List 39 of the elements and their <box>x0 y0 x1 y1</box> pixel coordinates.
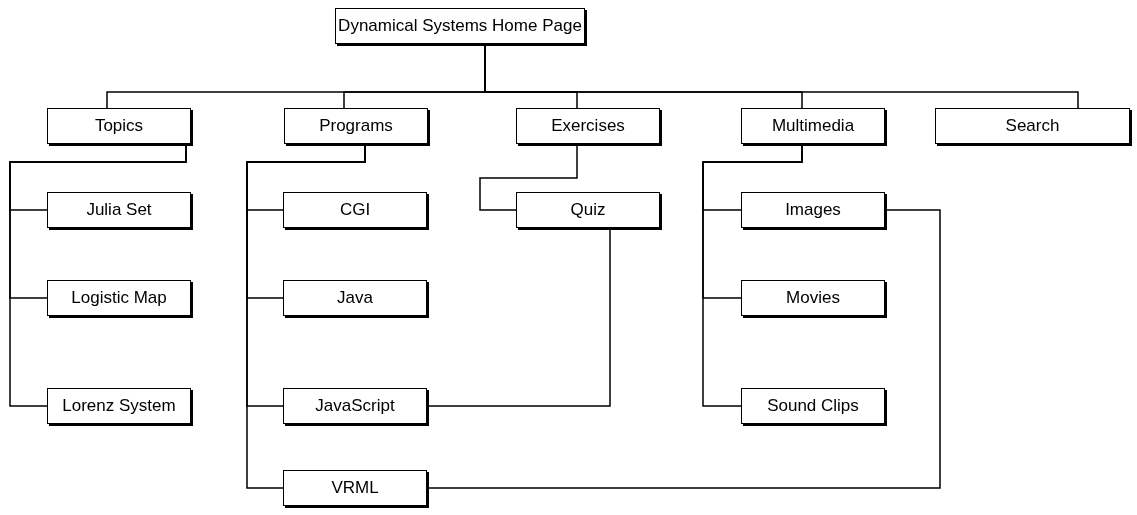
box-label: Sound Clips <box>767 395 859 418</box>
page-box <box>741 280 885 316</box>
box-label: CGI <box>339 199 371 222</box>
page-box <box>516 108 660 144</box>
connector-line <box>479 143 578 211</box>
page-box <box>47 280 191 316</box>
page-box <box>283 192 427 228</box>
page-box <box>741 108 885 144</box>
page-box <box>284 108 428 144</box>
page-box <box>283 388 427 424</box>
page-box <box>741 192 885 228</box>
page-box <box>335 8 585 44</box>
box-label: Java <box>337 287 373 310</box>
box-label: Search <box>1005 115 1060 138</box>
box-label: Topics <box>94 115 144 138</box>
box-label: Movies <box>786 287 840 310</box>
box-label: Julia Set <box>86 199 152 222</box>
page-box <box>741 388 885 424</box>
box-label: Logistic Map <box>71 287 167 310</box>
page-box <box>283 280 427 316</box>
box-label: Programs <box>319 115 393 138</box>
connector-line <box>426 209 941 489</box>
box-label: Dynamical Systems Home Page <box>338 15 582 38</box>
connector-line <box>702 143 803 407</box>
box-label: Exercises <box>551 115 625 138</box>
page-box <box>47 192 191 228</box>
box-label: JavaScript <box>315 395 395 418</box>
page-box <box>516 192 660 228</box>
page-box <box>935 108 1130 144</box>
connector-line <box>9 143 187 407</box>
page-box <box>47 388 191 424</box>
page-box <box>47 108 191 144</box>
box-label: Quiz <box>570 199 606 222</box>
box-label: VRML <box>331 477 379 500</box>
box-label: Images <box>785 199 841 222</box>
connector-line <box>426 227 611 407</box>
box-label: Lorenz System <box>62 395 176 418</box>
box-label: Multimedia <box>771 115 855 138</box>
page-box <box>283 470 427 506</box>
